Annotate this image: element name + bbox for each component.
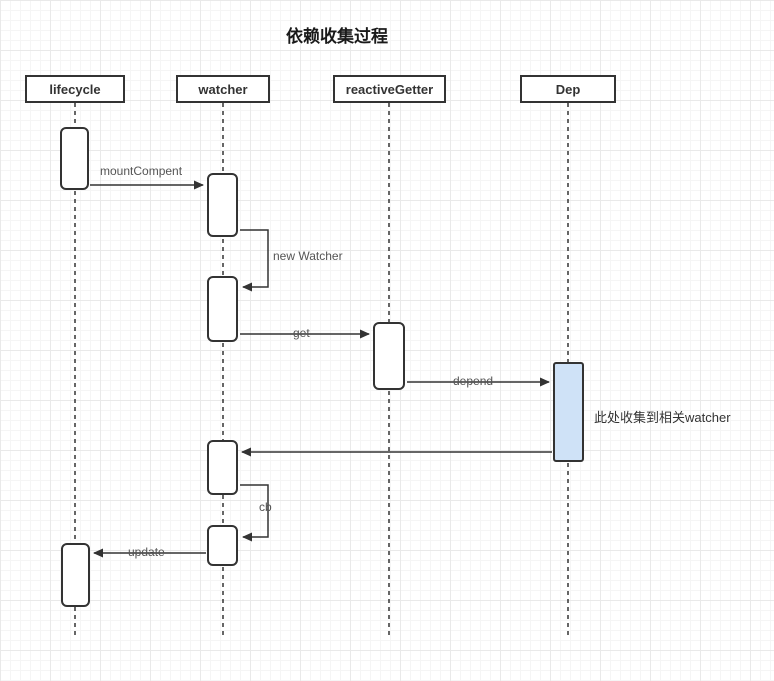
activation-watcher-4 <box>207 525 238 566</box>
message-label-depend: depend <box>453 374 494 388</box>
actor-lifecycle: lifecycle <box>25 75 125 103</box>
diagram-title: 依赖收集过程 <box>286 27 388 46</box>
actor-lifecycle-label: lifecycle <box>49 81 101 97</box>
actor-watcher: watcher <box>176 75 270 103</box>
activation-watcher-2 <box>207 276 238 342</box>
arrow-new-watcher <box>240 229 269 292</box>
activation-dep <box>553 362 584 462</box>
activation-watcher-1 <box>207 173 238 237</box>
actor-reactivegetter: reactiveGetter <box>333 75 446 103</box>
activation-lifecycle-1 <box>60 127 89 190</box>
activation-lifecycle-2 <box>61 543 90 607</box>
message-label-get: get <box>293 326 310 340</box>
message-label-cb: cb <box>259 500 272 514</box>
activation-reactivegetter <box>373 322 405 390</box>
activation-watcher-3 <box>207 440 238 495</box>
message-label-new-watcher: new Watcher <box>273 249 343 263</box>
actor-dep: Dep <box>520 75 616 103</box>
message-label-update: update <box>128 545 165 559</box>
actor-watcher-label: watcher <box>198 81 248 97</box>
message-label-mount-compent: mountCompent <box>100 164 183 178</box>
dep-annotation: 此处收集到相关watcher <box>594 410 731 425</box>
actor-dep-label: Dep <box>555 81 581 97</box>
actor-reactivegetter-label: reactiveGetter <box>345 81 434 97</box>
